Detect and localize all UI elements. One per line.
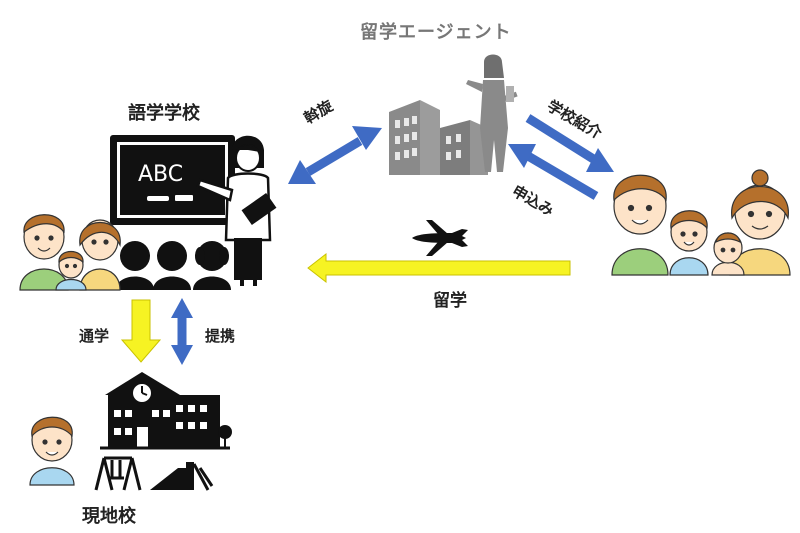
mediation-arrow xyxy=(288,126,382,184)
teacher-icon xyxy=(196,135,277,286)
office-building-icon xyxy=(389,100,488,175)
local-school-label: 現地校 xyxy=(82,506,136,527)
chalkboard-icon: ABC xyxy=(110,135,235,225)
application-arrow xyxy=(508,144,599,200)
businesswoman-icon xyxy=(466,54,518,172)
language-school-label: 語学学校 xyxy=(128,103,200,124)
student-silhouette-icon xyxy=(116,241,231,290)
study-abroad-arrow xyxy=(307,252,571,284)
commute-label: 通学 xyxy=(79,327,110,345)
school-intro-arrow xyxy=(525,114,614,172)
child-icon xyxy=(29,416,75,486)
playground-icon xyxy=(94,456,214,491)
airplane-icon xyxy=(412,220,468,256)
family-icon xyxy=(611,169,791,276)
partnership-label: 提携 xyxy=(205,327,236,345)
school-building-icon xyxy=(100,372,232,450)
school-family-icon xyxy=(19,214,121,291)
study-abroad-label: 留学 xyxy=(433,291,467,311)
commute-arrow xyxy=(120,299,162,363)
board-text: ABC xyxy=(138,162,183,187)
partnership-arrow xyxy=(171,298,193,365)
agent-label: 留学エージェント xyxy=(360,22,512,43)
